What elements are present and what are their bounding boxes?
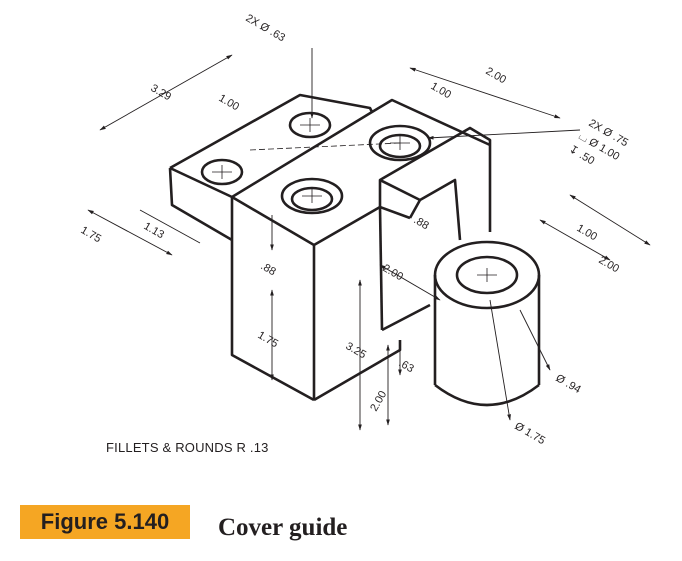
dim-slot-depth: .88 bbox=[412, 214, 431, 232]
center-marks bbox=[212, 118, 497, 282]
dim-overall-height: 3.25 bbox=[344, 340, 369, 361]
dim-right-offset-b: 2.00 bbox=[597, 254, 622, 275]
dim-boss-height: 2.00 bbox=[368, 389, 389, 414]
dim-step-height: .88 bbox=[259, 260, 278, 278]
dim-boss-hole: Ø .94 bbox=[554, 372, 583, 396]
fillets-note: FILLETS & ROUNDS R .13 bbox=[106, 440, 269, 455]
dim-left-offset-a: 1.13 bbox=[142, 220, 167, 241]
dim-hole-spacing: 1.00 bbox=[217, 92, 242, 113]
dim-left-offset-b: 1.75 bbox=[79, 224, 104, 245]
dim-slot-length: 2.00 bbox=[381, 262, 406, 283]
dim-top-width-b: 2.00 bbox=[484, 65, 509, 86]
dim-top-holes: 2X Ø .63 bbox=[244, 12, 288, 44]
figure-caption: Cover guide bbox=[218, 514, 348, 541]
dim-lower-height: 1.75 bbox=[256, 329, 281, 350]
dimension-lines bbox=[87, 48, 651, 431]
dim-slot-offset: .63 bbox=[397, 357, 416, 375]
dim-top-width-a: 1.00 bbox=[429, 80, 454, 101]
object-outline bbox=[168, 93, 541, 407]
figure-label: Figure 5.140 bbox=[20, 505, 190, 539]
dimension-labels: 2X Ø .63 3.29 1.00 1.00 2.00 2X Ø .75 ⌴ … bbox=[79, 12, 631, 447]
dim-boss-diameter: Ø 1.75 bbox=[513, 420, 548, 447]
dim-right-offset-a: 1.00 bbox=[575, 222, 600, 243]
